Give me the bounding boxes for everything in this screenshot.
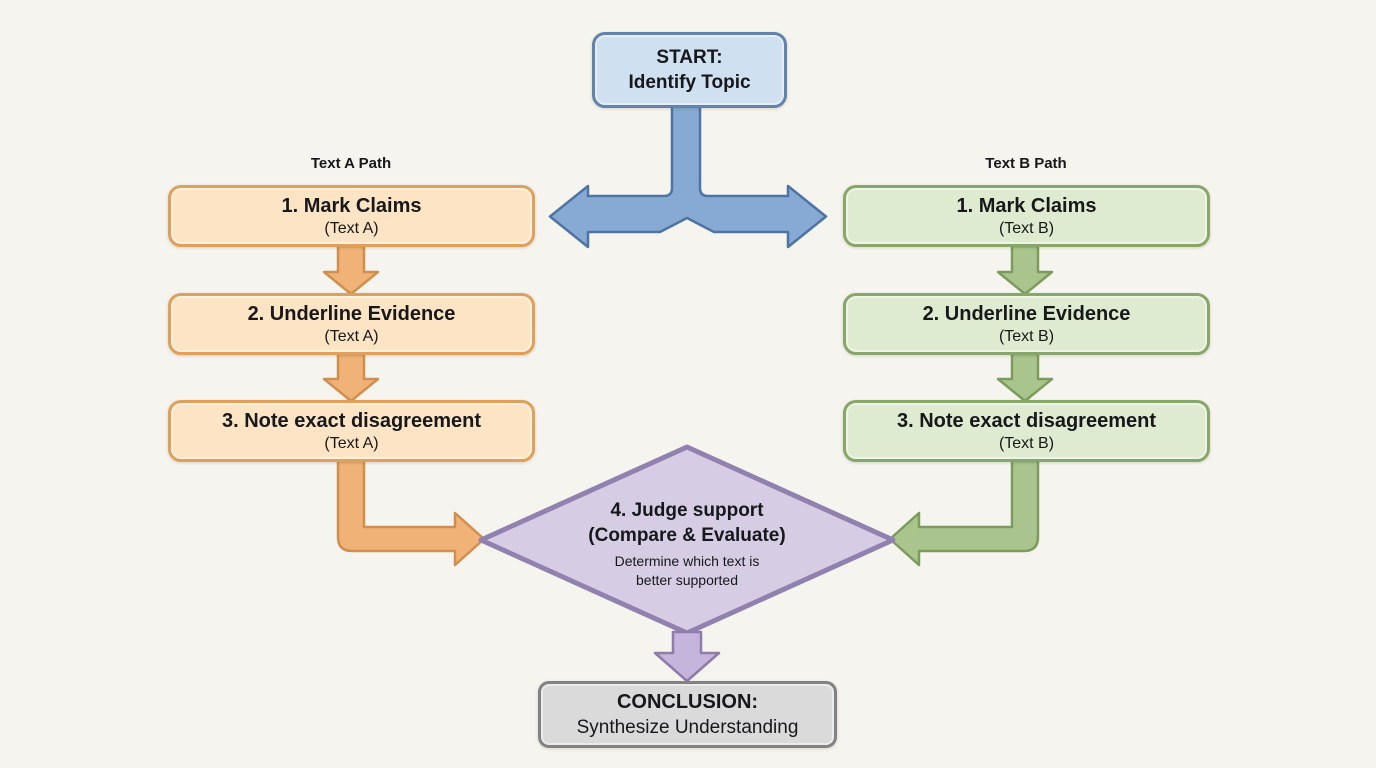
step-subtitle: (Text B) — [998, 434, 1055, 452]
start-node: START: Identify Topic — [592, 32, 787, 108]
decision-title-line1: 4. Judge support — [610, 500, 764, 521]
step-a-underline-evidence: 2. Underline Evidence (Text A) — [168, 293, 535, 355]
decision-title-line2: (Compare & Evaluate) — [588, 525, 786, 546]
down-arrow-b2-icon — [996, 352, 1054, 403]
start-node-line1: START: — [656, 47, 723, 68]
elbow-arrow-b-icon — [888, 459, 1040, 567]
down-arrow-a2-icon — [322, 352, 380, 403]
step-title: 1. Mark Claims — [956, 194, 1097, 217]
step-subtitle: (Text B) — [998, 327, 1055, 345]
step-subtitle: (Text A) — [324, 327, 379, 345]
down-arrow-a1-icon — [322, 244, 380, 296]
path-b-label: Text B Path — [985, 155, 1067, 172]
step-b-mark-claims: 1. Mark Claims (Text B) — [843, 185, 1210, 247]
step-title: 2. Underline Evidence — [922, 302, 1131, 325]
down-arrow-conclusion-icon — [653, 630, 721, 683]
conclusion-line2: Synthesize Understanding — [576, 717, 799, 738]
path-a-label: Text A Path — [310, 155, 392, 172]
step-title: 2. Underline Evidence — [247, 302, 456, 325]
step-title: 3. Note exact disagreement — [897, 409, 1156, 432]
step-subtitle: (Text A) — [324, 219, 379, 237]
elbow-arrow-a-icon — [336, 459, 486, 567]
conclusion-node: CONCLUSION: Synthesize Understanding — [538, 681, 837, 748]
down-arrow-b1-icon — [996, 244, 1054, 296]
step-title: 1. Mark Claims — [281, 194, 422, 217]
step-subtitle: (Text A) — [324, 434, 379, 452]
conclusion-line1: CONCLUSION: — [616, 691, 759, 713]
start-node-line2: Identify Topic — [628, 72, 751, 93]
step-b-underline-evidence: 2. Underline Evidence (Text B) — [843, 293, 1210, 355]
decision-node-text: 4. Judge support (Compare & Evaluate) De… — [497, 498, 877, 590]
decision-subtitle-line2: better supported — [636, 572, 738, 588]
step-subtitle: (Text B) — [998, 219, 1055, 237]
step-b-note-disagreement: 3. Note exact disagreement (Text B) — [843, 400, 1210, 462]
step-a-mark-claims: 1. Mark Claims (Text A) — [168, 185, 535, 247]
step-title: 3. Note exact disagreement — [222, 409, 481, 432]
step-a-note-disagreement: 3. Note exact disagreement (Text A) — [168, 400, 535, 462]
split-arrow-icon — [548, 102, 828, 249]
decision-subtitle-line1: Determine which text is — [614, 553, 760, 569]
